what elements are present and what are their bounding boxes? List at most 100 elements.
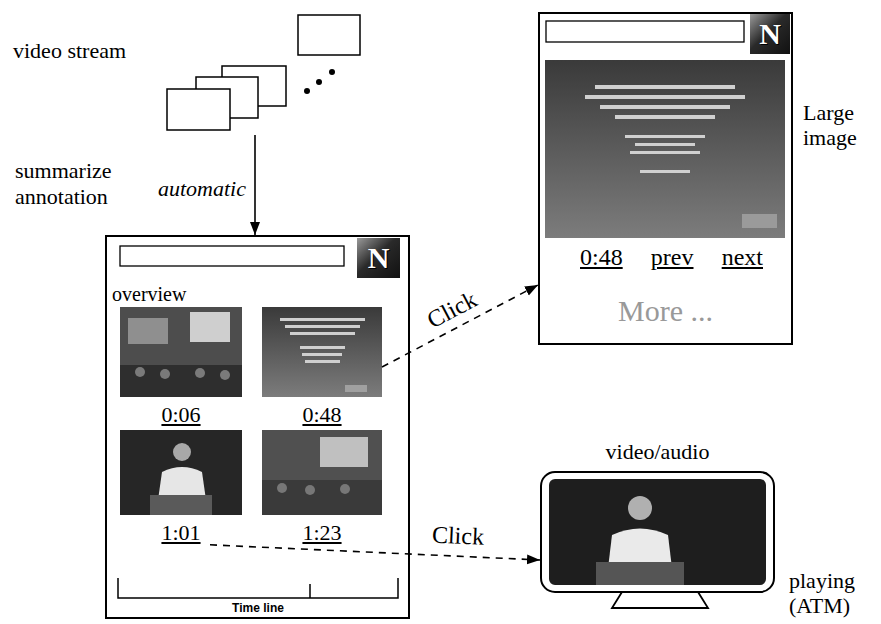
- process-arrow: [254, 135, 256, 235]
- edge-label-text: Click: [420, 284, 483, 336]
- logo-letter: N: [357, 238, 400, 278]
- head: [195, 368, 205, 378]
- tv-heading: video/audio: [606, 439, 710, 464]
- timeline-label: Time line: [198, 601, 318, 615]
- time-link: 0:06: [161, 402, 200, 427]
- head: [628, 496, 652, 520]
- nav-link: More ...: [618, 294, 713, 327]
- tv-picture: [596, 496, 684, 585]
- tv-screen: [549, 479, 766, 585]
- text-row: overview: [112, 283, 408, 306]
- thumbnail: 0:48: [262, 307, 382, 427]
- thumbnail-speaker: [120, 430, 242, 515]
- side-label-text: playing (ATM): [789, 568, 873, 619]
- side-label-text: Large image: [803, 100, 875, 151]
- text-row: 0:48: [302, 403, 341, 427]
- nav-link: prev: [651, 244, 694, 272]
- large-image-window: 0:48 prev nextMore ...: [538, 12, 793, 345]
- overview-browser-bar: [120, 238, 400, 278]
- tv-body: [541, 472, 774, 592]
- text-row: More ...: [540, 294, 791, 329]
- tv-player: video/audio: [540, 440, 775, 610]
- time-link: 0:48: [302, 402, 341, 427]
- stream-label: video stream: [13, 38, 126, 63]
- screen: [128, 318, 168, 344]
- head: [340, 484, 350, 494]
- slide-lines: [280, 318, 365, 363]
- large-browser-bar: [546, 14, 790, 54]
- nav-link: 0:48: [580, 244, 623, 272]
- thumbnail-hall: [120, 307, 242, 397]
- thumbnail-image: [120, 307, 242, 397]
- audience: [120, 365, 242, 397]
- text-row: 0:06: [161, 403, 200, 427]
- text-row: 0:48 prev next: [540, 244, 791, 272]
- edge-label: Click: [430, 521, 487, 552]
- edge-label: Click: [420, 284, 483, 336]
- side-label: playing (ATM): [789, 568, 873, 619]
- window-heading: overview: [112, 283, 186, 305]
- address-field: [546, 21, 744, 42]
- text-row: video stream: [13, 38, 362, 63]
- video-frame: [298, 15, 360, 55]
- timeline-bracket: [118, 578, 398, 598]
- dot: [304, 88, 310, 94]
- head: [173, 443, 191, 461]
- podium: [596, 562, 684, 585]
- head: [305, 485, 315, 495]
- time-link: 1:23: [302, 520, 341, 545]
- click-arrow: [210, 545, 540, 560]
- thumbnail: 1:01: [120, 430, 242, 545]
- screen: [190, 312, 230, 342]
- thumbnail-image: [262, 307, 382, 397]
- edge-label-text: Click: [430, 521, 487, 552]
- video-frame: [167, 89, 230, 130]
- address-field: [120, 246, 344, 266]
- click-arrow: [382, 285, 538, 367]
- connectors: [210, 135, 540, 560]
- edge-label-text: summarize annotation: [15, 158, 140, 211]
- thumbnail: 0:06: [120, 307, 242, 427]
- nav-link: next: [722, 244, 763, 272]
- thumbnail-hall: [262, 430, 382, 515]
- browser-logo: [750, 14, 790, 54]
- logo-letter: N: [750, 14, 790, 54]
- side-label: Large image: [803, 100, 875, 151]
- slide-lines: [585, 85, 745, 173]
- slide-logo: [345, 385, 367, 392]
- logo-letter-text: N: [759, 17, 781, 52]
- thumbnail-image: [262, 430, 382, 515]
- ellipsis-dots: [304, 69, 335, 94]
- browser-logo: [357, 238, 400, 278]
- tv-stand: [612, 592, 708, 608]
- text-row: video/audio: [540, 440, 775, 464]
- dot: [329, 69, 335, 75]
- podium: [150, 495, 212, 515]
- text-row: 1:23: [302, 521, 341, 545]
- thumbnail: 1:23: [262, 430, 382, 545]
- timeline-label-text: Time line: [198, 601, 318, 615]
- dot: [316, 79, 322, 85]
- time-link: 1:01: [161, 520, 200, 545]
- process-note: automatic: [158, 176, 246, 201]
- slide-logo: [742, 214, 777, 228]
- slide-image: [545, 60, 785, 238]
- video-stream: video stream: [10, 8, 362, 135]
- video-frames: [167, 15, 360, 130]
- television: [541, 472, 774, 608]
- large-slide-image: [545, 60, 785, 238]
- process-note-text: automatic: [158, 176, 246, 201]
- edge-label: summarize annotation: [15, 158, 140, 211]
- head: [160, 369, 170, 379]
- thumbnail-image: [120, 430, 242, 515]
- head: [220, 370, 230, 380]
- head: [277, 483, 287, 493]
- thumbnail-slide: [262, 307, 382, 397]
- overview-window: overview 0:06 0:48 1:01 1:23: [105, 235, 410, 619]
- audience: [262, 480, 382, 515]
